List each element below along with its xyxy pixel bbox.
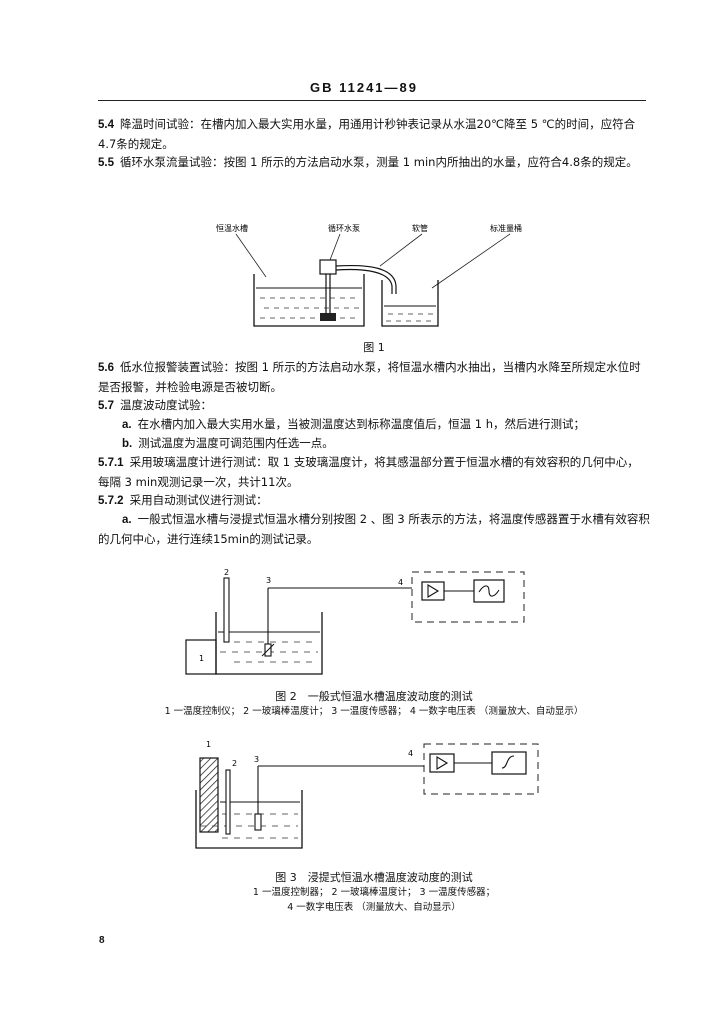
section-text: 降温时间试验：在槽内加入最大实用水量，用通用计秒钟表记录从水温20℃降至 5 ℃…	[98, 117, 636, 151]
page-number: 8	[99, 935, 105, 946]
callout-4: 4	[398, 578, 403, 587]
section-5-7-2-a: a.一般式恒温水槽与浸提式恒温水槽分别按图 2 、图 3 所表示的方法，将温度传…	[98, 510, 650, 549]
hose	[335, 264, 397, 294]
figure-1-diagram: 恒温水槽 循环水泵 软管 标准量桶	[216, 223, 522, 327]
item-text: 在水槽内加入最大实用水量，当被测温度达到标称温度值后，恒温 1 h，然后进行测试…	[137, 417, 586, 431]
callout-1: 1	[206, 740, 211, 749]
temperature-controller	[199, 757, 219, 833]
section-text: 采用自动测试仪进行测试：	[129, 493, 268, 507]
digital-voltmeter-box	[411, 571, 525, 623]
section-5-7: 5.7 温度波动度试验：	[98, 396, 650, 416]
glass-thermometer	[225, 769, 231, 835]
section-text: 采用玻璃温度计进行测试：取 1 支玻璃温度计，将其感温部分置于恒温水槽的有效容积…	[98, 455, 639, 489]
section-text: 循环水泵流量试验：按图 1 所示的方法启动水泵，测量 1 min内所抽出的水量，…	[120, 155, 638, 169]
item-marker: b.	[122, 438, 133, 450]
section-5-7-2: 5.7.2 采用自动测试仪进行测试：	[98, 491, 650, 511]
temperature-sensor	[254, 813, 262, 831]
section-number: 5.7	[98, 400, 114, 412]
callout-1: 1	[199, 654, 204, 663]
callout-2: 2	[224, 568, 229, 577]
pump-icon	[319, 259, 337, 275]
item-marker: a.	[122, 419, 132, 431]
section-number: 5.6	[98, 362, 114, 374]
figure-2-caption: 图 2 一般式恒温水槽温度波动度的测试	[275, 690, 473, 703]
callout-4: 4	[408, 749, 413, 758]
water-bath-tank	[215, 612, 323, 675]
section-number: 5.7.2	[98, 495, 124, 507]
section-number: 5.7.1	[98, 457, 124, 469]
item-marker: a.	[122, 514, 132, 526]
figure-2-legend: 1 一温度控制仪； 2 一玻璃棒温度计； 3 一温度传感器； 4 一数字电压表 …	[164, 706, 584, 717]
measuring-cylinder	[381, 280, 439, 327]
section-number: 5.5	[98, 157, 114, 169]
section-text: 低水位报警装置试验：按图 1 所示的方法启动水泵，将恒温水槽内水抽出，当槽内水降…	[98, 360, 641, 394]
glass-thermometer	[223, 577, 230, 643]
display-icon	[491, 751, 527, 775]
label-bath: 恒温水槽	[216, 223, 248, 233]
header-rule	[98, 100, 646, 101]
section-5-7-b: b. 测试温度为温度可调范围内任选一点。	[98, 434, 650, 454]
section-5-7-a: a. 在水槽内加入最大实用水量，当被测温度达到标称温度值后，恒温 1 h，然后进行…	[98, 415, 650, 435]
figure-2-diagram: 2 3 4 1	[185, 568, 525, 675]
figure-3-legend-line-1: 1 一温度控制器； 2 一玻璃棒温度计； 3 一温度传感器；	[252, 887, 496, 898]
label-cylinder: 标准量桶	[490, 223, 522, 233]
item-text: 一般式恒温水槽与浸提式恒温水槽分别按图 2 、图 3 所表示的方法，将温度传感器…	[98, 512, 650, 546]
section-5-5: 5.5 循环水泵流量试验：按图 1 所示的方法启动水泵，测量 1 min内所抽出的…	[98, 153, 650, 173]
bath-tank	[253, 274, 365, 327]
callout-3: 3	[266, 576, 271, 585]
standard-header: GB 11241—89	[309, 80, 418, 95]
pump-inlet	[320, 313, 336, 321]
section-text: 温度波动度试验：	[120, 398, 212, 412]
water-bath-tank	[195, 790, 303, 849]
section-number: 5.4	[98, 119, 114, 131]
figure-3-diagram: 1 2 3 4	[195, 740, 539, 849]
temperature-controller-box	[185, 639, 217, 675]
callout-3: 3	[254, 755, 259, 764]
figure-3-legend-line-2: 4 一数字电压表 （测量放大、自动显示）	[287, 902, 461, 913]
amplifier-icon	[421, 581, 445, 601]
amplifier-icon	[429, 753, 455, 773]
item-text: 测试温度为温度可调范围内任选一点。	[138, 436, 334, 450]
label-hose: 软管	[412, 223, 428, 233]
digital-voltmeter-box	[423, 743, 539, 795]
figure-3-caption: 图 3 浸提式恒温水槽温度波动度的测试	[275, 871, 473, 884]
figure-1-caption: 图 1	[363, 341, 385, 354]
label-pump: 循环水泵	[328, 223, 360, 233]
callout-2: 2	[232, 759, 237, 768]
